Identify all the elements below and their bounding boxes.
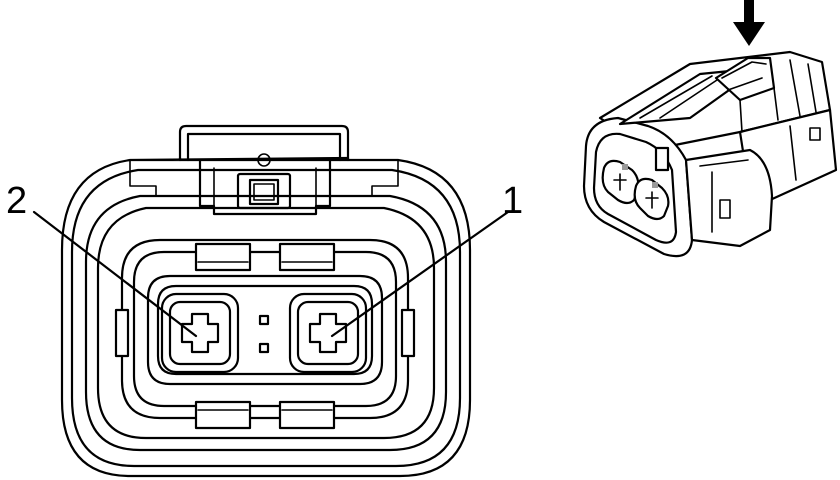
down-arrow-icon	[733, 0, 765, 46]
keying-ribs	[114, 242, 416, 430]
leader-line-1	[330, 210, 510, 338]
terminal-cavity-2	[160, 292, 240, 374]
leader-line-2	[32, 210, 198, 338]
lock-tab	[178, 124, 350, 216]
housing-outer	[60, 156, 472, 478]
connector-iso-view	[582, 0, 838, 258]
pin-1-callout: 1	[502, 180, 524, 222]
center-mark	[258, 314, 270, 326]
seal-ring	[120, 238, 410, 420]
inner-face	[146, 274, 384, 386]
pin-2-callout: 2	[6, 180, 28, 222]
terminal-cavity-1	[288, 292, 368, 374]
center-mark	[258, 342, 270, 354]
